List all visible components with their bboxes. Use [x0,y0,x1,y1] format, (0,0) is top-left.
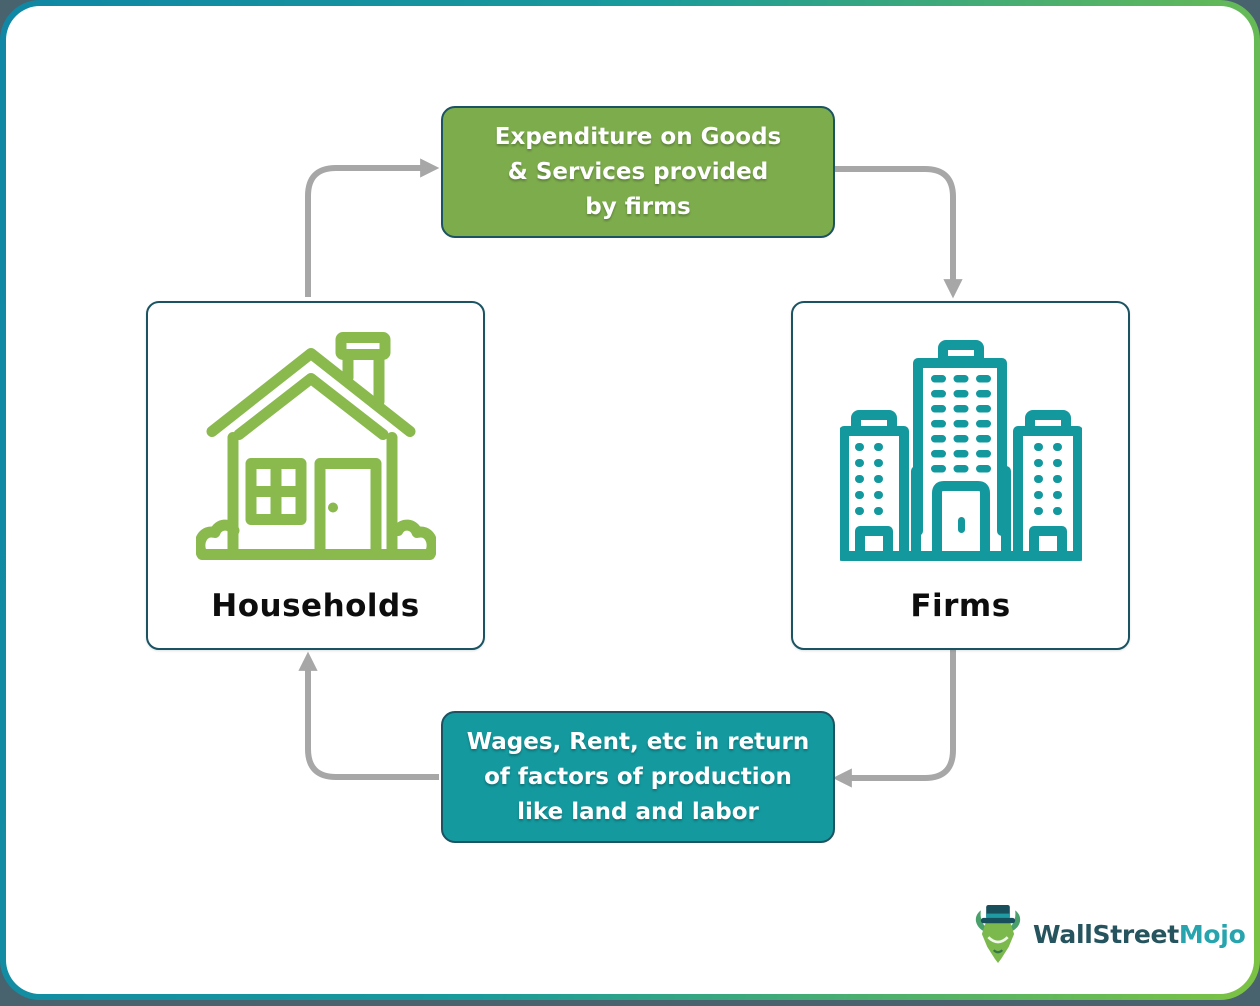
wages-line-2: of factors of production [484,763,792,790]
brand-text-primary: WallStreet [1033,919,1179,949]
expenditure-flow-box: Expenditure on Goods & Services provided… [441,106,835,238]
firms-label: Firms [910,588,1011,624]
expenditure-line-2: & Services provided [507,158,769,185]
buildings-icon [839,340,1082,561]
wallstreetmojo-logo: WallStreetMojo [972,904,1246,964]
arrow-firms-to-wages [832,647,956,788]
households-label: Households [211,588,420,624]
bull-mascot-icon [975,905,1021,963]
arrow-wages-to-households [298,651,439,780]
arrow-expenditure-to-firms [833,166,963,299]
expenditure-line-3: by firms [585,193,691,220]
households-node: Households [146,301,485,650]
firms-node: Firms [791,301,1130,650]
wages-line-1: Wages, Rent, etc in return [466,728,810,755]
expenditure-line-1: Expenditure on Goods [494,123,782,150]
wages-line-3: like land and labor [517,798,759,825]
brand-text: WallStreetMojo [1033,919,1246,949]
diagram-canvas: Expenditure on Goods & Services provided… [6,6,1254,994]
wages-flow-box: Wages, Rent, etc in return of factors of… [441,711,835,843]
buildings-windows [957,517,965,533]
house-icon [195,332,436,560]
arrow-households-to-expenditure [305,158,440,297]
brand-text-secondary: Mojo [1178,919,1246,949]
